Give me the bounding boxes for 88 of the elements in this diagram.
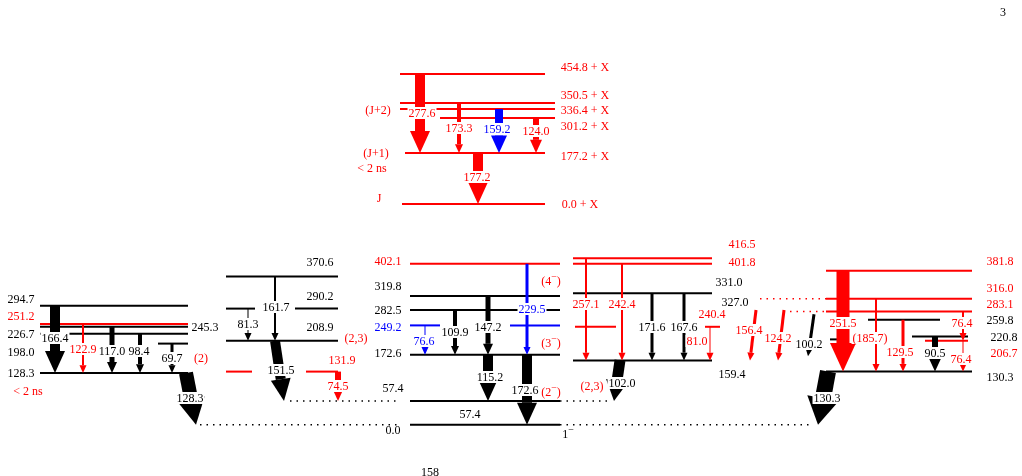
level-energy-label: 208.9 bbox=[306, 320, 334, 333]
level-energy-label: 249.2 bbox=[374, 320, 402, 333]
level-energy-label: 220.8 bbox=[990, 330, 1018, 343]
level-energy-label: (2) bbox=[194, 351, 208, 364]
gamma-energy-label: 102.0 bbox=[607, 376, 637, 389]
level-energy-label: 350.5 + X bbox=[560, 89, 610, 101]
gamma-energy-label: 100.2 bbox=[794, 337, 824, 350]
gamma-energy-label: 90.5 bbox=[923, 347, 947, 360]
level-energy-label: 198.0 bbox=[7, 346, 35, 358]
level-energy-label: 416.5 bbox=[728, 238, 756, 251]
gamma-energy-label: 229.5 bbox=[517, 302, 547, 315]
level-energy-label: (2$^{−}$) bbox=[541, 381, 561, 398]
gamma-energy-label: 129.5 bbox=[885, 346, 915, 358]
gamma-energy-label: 147.2 bbox=[473, 320, 503, 333]
page-number: 3 bbox=[1000, 6, 1006, 18]
level-energy-label: 0.0 bbox=[385, 424, 401, 437]
level-energy-label: 206.7 bbox=[990, 347, 1018, 360]
level-energy-label: 294.7 bbox=[7, 292, 35, 305]
level-energy-label: (3$^{−}$) bbox=[541, 332, 561, 349]
gamma-energy-label: 69.7 bbox=[160, 351, 184, 364]
level-energy-label: 0.0 + X bbox=[561, 198, 599, 210]
level-energy-label: 259.8 bbox=[986, 313, 1014, 326]
level-energy-label: 331.0 bbox=[715, 276, 743, 288]
gamma-energy-label: 166.4 bbox=[40, 332, 70, 344]
level-energy-label: 245.3 bbox=[191, 320, 219, 333]
gamma-energy-label: 167.6 bbox=[669, 320, 699, 333]
level-energy-label: 1$^{−}$ bbox=[562, 423, 574, 440]
level-energy-label: (J+2) bbox=[365, 104, 391, 116]
gamma-energy-label: 173.3 bbox=[444, 122, 474, 134]
gamma-energy-label: (185.7) bbox=[851, 332, 889, 344]
gamma-energy-label: 57.4 bbox=[458, 407, 482, 420]
gamma-energy-label: 122.9 bbox=[68, 343, 98, 356]
level-energy-label: < 2 ns bbox=[13, 385, 43, 398]
level-energy-label: 128.3 bbox=[7, 367, 35, 379]
gamma-energy-label: 156.4 bbox=[734, 323, 764, 336]
level-energy-label: 370.6 bbox=[306, 256, 334, 269]
gamma-energy-label: 76.4 bbox=[950, 316, 974, 329]
gamma-energy-label: 124.2 bbox=[763, 332, 793, 344]
gamma-energy-label: 130.3 bbox=[812, 392, 842, 405]
gamma-energy-label: 76.4 bbox=[949, 353, 973, 365]
gamma-energy-label: 257.1 bbox=[571, 298, 601, 311]
gamma-energy-label: 117.0 bbox=[97, 344, 127, 357]
gamma-energy-label: 115.2 bbox=[475, 371, 505, 384]
level-energy-label: 402.1 bbox=[374, 255, 402, 267]
gamma-energy-label: 242.4 bbox=[607, 298, 637, 311]
level-energy-label: 290.2 bbox=[306, 290, 334, 302]
level-energy-label: 177.2 + X bbox=[560, 150, 610, 162]
level-energy-label: < 2 ns bbox=[357, 162, 387, 174]
level-energy-label: 158 bbox=[421, 466, 439, 476]
gamma-energy-label: 172.6 bbox=[510, 383, 540, 396]
level-energy-label: 401.8 bbox=[728, 256, 756, 269]
level-energy-label: 316.0 bbox=[986, 281, 1014, 294]
gamma-energy-label: 161.7 bbox=[261, 301, 291, 314]
level-energy-label: (2,3) bbox=[344, 332, 368, 344]
gamma-energy-label: 76.6 bbox=[412, 334, 436, 347]
gamma-energy-label: 81.3 bbox=[236, 318, 260, 330]
level-energy-label: 226.7 bbox=[7, 327, 35, 340]
level-energy-label: (J+1) bbox=[363, 147, 389, 159]
gamma-energy-label: 240.4 bbox=[697, 308, 727, 321]
gamma-energy-label: 171.6 bbox=[637, 320, 667, 333]
gamma-energy-label: 277.6 bbox=[407, 107, 437, 119]
level-energy-label: 172.6 bbox=[374, 347, 402, 360]
level-energy-label: 251.2 bbox=[7, 309, 35, 322]
level-energy-label: 130.3 bbox=[986, 371, 1014, 384]
gamma-energy-label: 131.9 bbox=[327, 354, 357, 367]
level-energy-label: 159.4 bbox=[718, 368, 746, 381]
level-energy-label: 336.4 + X bbox=[560, 104, 610, 116]
gamma-energy-label: 81.0 bbox=[685, 334, 709, 347]
gamma-energy-label: 109.9 bbox=[440, 326, 470, 339]
level-energy-label: 454.8 + X bbox=[560, 61, 610, 73]
gamma-energy-label: 74.5 bbox=[326, 379, 350, 392]
gamma-energy-label: 159.2 bbox=[482, 123, 512, 135]
level-energy-label: 301.2 + X bbox=[560, 120, 610, 132]
gamma-energy-label: 98.4 bbox=[127, 344, 151, 357]
level-energy-label: 319.8 bbox=[374, 280, 402, 293]
level-energy-label: (2,3) bbox=[580, 379, 604, 392]
level-energy-label: 283.1 bbox=[986, 298, 1014, 311]
gamma-energy-label: 251.5 bbox=[828, 316, 858, 329]
gamma-energy-label: 151.5 bbox=[266, 364, 296, 377]
level-energy-label: J bbox=[376, 192, 382, 204]
gamma-energy-label: 177.2 bbox=[462, 171, 492, 183]
level-energy-label: (4$^{−}$) bbox=[541, 271, 561, 288]
gamma-energy-label: 124.0 bbox=[521, 125, 551, 137]
level-energy-label: 282.5 bbox=[374, 304, 402, 316]
gamma-energy-label: 128.3 bbox=[175, 392, 205, 405]
level-energy-label: 381.8 bbox=[986, 255, 1014, 267]
level-energy-label: 57.4 bbox=[382, 382, 404, 395]
level-energy-label: 327.0 bbox=[721, 295, 749, 308]
